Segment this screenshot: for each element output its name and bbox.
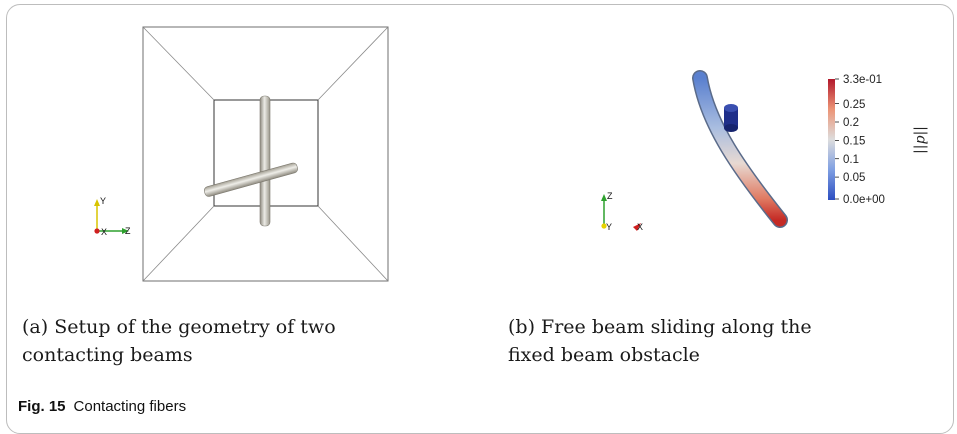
- fixed-beam-obstacle: [724, 104, 738, 132]
- colorbar-tick: 0.15: [843, 136, 865, 148]
- figure-number: Fig. 15: [18, 398, 66, 415]
- axis-label-z: Z: [125, 226, 131, 236]
- perspective-lines: [142, 26, 389, 282]
- colorbar-tick-min: 0.0e+00: [843, 194, 885, 206]
- axis-label-x: X: [101, 227, 107, 237]
- axis-label-x: X: [637, 222, 643, 232]
- colorbar-tick: 0.2: [843, 117, 859, 129]
- outer-box: [142, 26, 389, 282]
- colorbar-tick: 0.1: [843, 154, 859, 166]
- figure-caption: Fig. 15 Contacting fibers: [18, 398, 186, 415]
- orientation-axes-a: Y Z X: [94, 196, 131, 237]
- caption-b: (b) Free beam sliding along the fixed be…: [508, 316, 812, 366]
- axis-label-y: Y: [606, 222, 612, 232]
- figure-title: Contacting fibers: [73, 398, 187, 415]
- colorbar-tick: 0.25: [843, 99, 865, 111]
- axis-label-z: Z: [607, 191, 613, 201]
- panel-b-render: 3.3e-01 0.25 0.2 0.15 0.1 0.05 0.0e+00 |…: [601, 70, 929, 232]
- free-beam: [203, 162, 298, 197]
- colorbar: 3.3e-01 0.25 0.2 0.15 0.1 0.05 0.0e+00 |…: [828, 74, 929, 206]
- deformed-free-beam: [692, 70, 788, 228]
- caption-a: (a) Setup of the geometry of two contact…: [22, 316, 336, 366]
- colorbar-tick: 0.05: [843, 172, 865, 184]
- fixed-beam: [259, 95, 271, 227]
- panel-a-render: Y Z X: [94, 26, 389, 282]
- axis-label-y: Y: [100, 196, 106, 206]
- colorbar-tick-max: 3.3e-01: [843, 74, 882, 86]
- colorbar-title: ||d||: [913, 126, 929, 154]
- orientation-axes-b: Z Y X: [601, 191, 643, 232]
